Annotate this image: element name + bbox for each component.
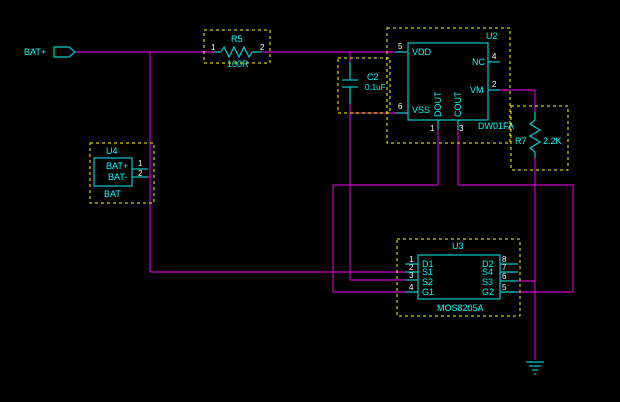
resistor-r7[interactable]: R7 2.2K [510,105,569,171]
ic-u2-dw01fa[interactable]: U2 5 VDD 6 VSS 4 NC 2 VM 1 DOUT 3 COUT D… [386,27,514,144]
u3-pin6-number: 6 [502,272,507,281]
r5-ref: R5 [231,34,243,44]
u2-dout-label: DOUT [433,91,443,117]
u2-part-name: DW01FA [478,121,514,131]
u2-vdd-pin-number: 5 [398,42,403,51]
connector-u4-bat[interactable]: U4 BAT+ BAT- 1 2 BAT [89,142,155,204]
u2-vdd-label: VDD [412,47,432,57]
resistor-r5[interactable]: R5 1 2 100R [203,29,271,69]
u3-s4-label: S4 [482,267,493,277]
u2-nc-label: NC [472,57,485,67]
r5-pin1-number: 1 [211,43,216,52]
u2-cout-label: COUT [453,91,463,117]
capacitor-c2[interactable]: C2 0.1uF [337,57,391,114]
u4-pin2-label: BAT- [108,172,127,182]
r7-value: 2.2K [543,136,562,146]
u3-d2-label: D2 [482,259,494,269]
u2-vss-label: VSS [412,105,430,115]
u4-pin1-label: BAT+ [106,161,128,171]
u3-s2-label: S2 [422,277,433,287]
r7-ref: R7 [515,136,527,146]
u3-part-name: MOS8205A [437,303,484,313]
u2-ref: U2 [486,31,498,41]
net-label: BAT+ [24,47,46,57]
u3-pin1-number: 1 [409,255,414,264]
u2-vm-pin-number: 2 [492,80,497,89]
u3-ref: U3 [452,241,464,251]
net-port-bat-plus[interactable]: BAT+ [24,46,76,58]
u2-vm-label: VM [470,85,484,95]
u4-pin2-number: 2 [138,169,143,178]
ground-symbol[interactable] [526,361,544,375]
c2-value: 0.1uF [365,83,386,92]
u3-g2-label: G2 [482,287,494,297]
u4-pin1-number: 1 [138,159,143,168]
u3-s1-label: S1 [422,267,433,277]
u3-pin3-number: 3 [409,271,414,280]
c2-ref: C2 [367,72,379,82]
u4-part-name: BAT [104,189,121,199]
u2-dout-pin-number: 1 [430,124,435,133]
u3-pin2-number: 2 [409,263,414,272]
u3-pin4-number: 4 [409,283,414,292]
u3-pin7-number: 7 [502,263,507,272]
u4-ref: U4 [106,146,118,156]
u3-pin5-number: 5 [502,283,507,292]
u2-cout-pin-number: 3 [459,124,464,133]
u3-pin8-number: 8 [502,255,507,264]
u2-vss-pin-number: 6 [398,102,403,111]
r5-value: 100R [227,59,249,69]
u3-s3-label: S3 [482,277,493,287]
ic-u3-mos8205a[interactable]: U3 1 2 3 4 D1 S1 S2 G1 8 7 6 5 D2 S4 S3 … [396,238,521,317]
u3-d1-label: D1 [422,259,434,269]
u2-nc-pin-number: 4 [492,52,497,61]
wires [75,51,574,360]
r5-pin2-number: 2 [260,43,265,52]
u3-g1-label: G1 [422,287,434,297]
